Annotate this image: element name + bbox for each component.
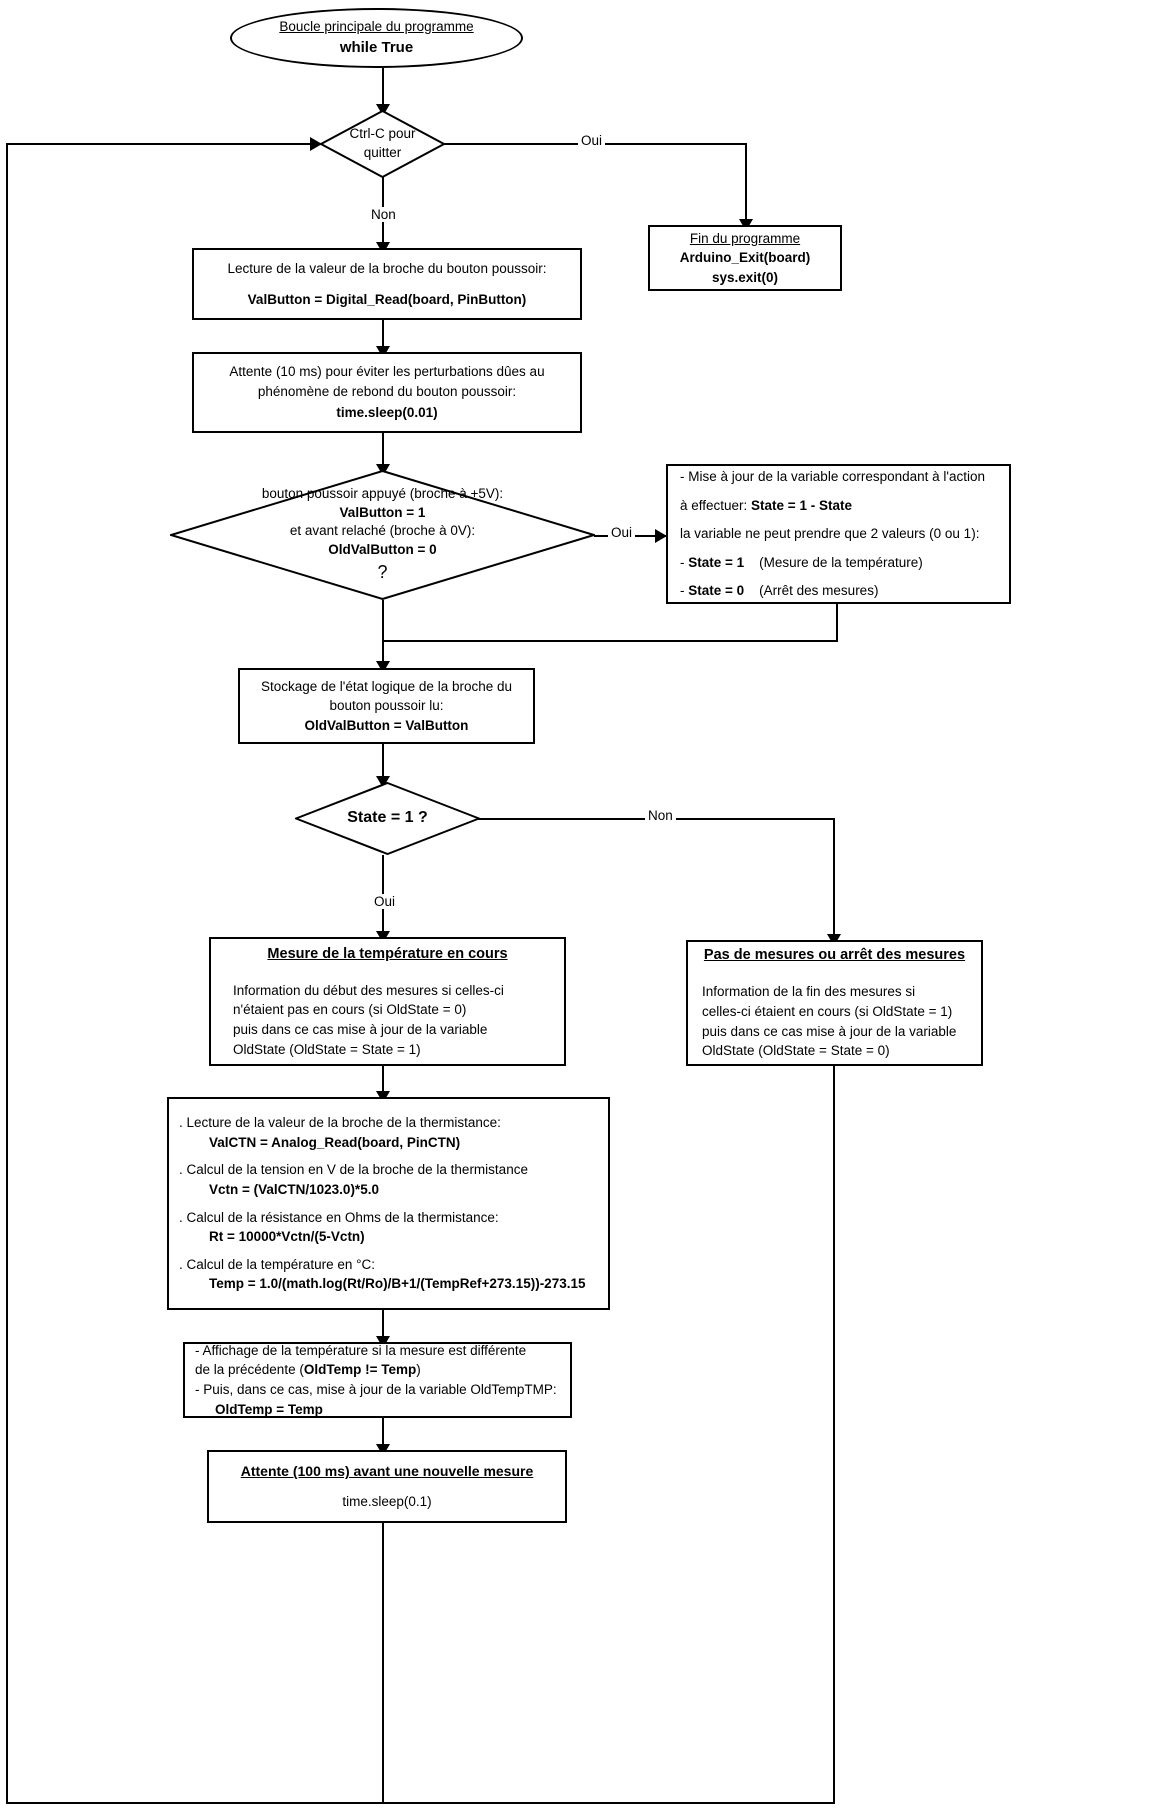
edge-start-to-exit-decision: [382, 68, 384, 110]
spacer: [204, 279, 570, 290]
node-end-program[interactable]: Fin du programme Arduino_Exit(board) sys…: [648, 225, 842, 291]
not-measuring-title: Pas de mesures ou arrêt des mesures: [703, 947, 966, 964]
state-update-line4-prefix: -: [680, 554, 689, 570]
state-update-line4-suffix: (Mesure de la température): [744, 554, 923, 570]
compute-g3-label: . Calcul de la résistance en Ohms de la …: [179, 1209, 499, 1225]
state-update-line5-bold: State = 0: [688, 583, 745, 599]
edge-label-exit-no: Non: [368, 207, 399, 222]
node-button-decision[interactable]: bouton poussoir appuyé (broche à +5V): V…: [170, 470, 595, 600]
compute-g4-code: Temp = 1.0/(math.log(Rt/Ro)/B+1/(TempRef…: [209, 1276, 586, 1292]
edge-loop-left-up: [6, 143, 8, 1804]
state-update-line2-prefix: à effectuer:: [680, 497, 752, 513]
edge-label-state-no: Non: [645, 808, 676, 823]
diamond-shape-exit: [320, 110, 445, 178]
edge-state-update-down: [836, 604, 838, 642]
not-measuring-line2: celles-ci étaient en cours (si OldState …: [702, 1003, 953, 1019]
node-start[interactable]: Boucle principale du programme while Tru…: [230, 8, 523, 68]
state-update-line1: - Mise à jour de la variable corresponda…: [680, 469, 985, 485]
display-line1: - Affichage de la température si la mesu…: [195, 1342, 527, 1358]
debounce-code: time.sleep(0.01): [336, 405, 438, 421]
state-update-line2-bold: State = 1 - State: [751, 497, 852, 513]
store-old-code: OldValButton = ValButton: [304, 717, 469, 733]
not-measuring-line1: Information de la fin des mesures si: [702, 984, 916, 1000]
start-code: while True: [339, 38, 414, 56]
compute-g3-code: Rt = 10000*Vctn/(5-Vctn): [209, 1229, 365, 1245]
edge-button-no-down: [382, 600, 384, 668]
state-update-line5-prefix: -: [680, 583, 689, 599]
store-old-line1: Stockage de l'état logique de la broche …: [260, 678, 512, 694]
not-measuring-line3: puis dans ce cas mise à jour de la varia…: [702, 1023, 957, 1039]
display-line2-prefix: de la précédente (: [195, 1362, 304, 1378]
end-program-code2: sys.exit(0): [711, 269, 779, 285]
not-measuring-line4: OldState (OldState = State = 0): [702, 1043, 890, 1059]
arrowhead-state-update: [655, 529, 667, 543]
node-state-decision[interactable]: State = 1 ?: [295, 782, 480, 855]
measuring-title: Mesure de la température en cours: [267, 945, 508, 962]
edge-label-state-yes: Oui: [371, 894, 399, 909]
measuring-line2: n'étaient pas en cours (si OldState = 0): [233, 1002, 467, 1018]
wait-title: Attente (100 ms) avant une nouvelle mesu…: [240, 1463, 534, 1480]
edge-display-to-wait: [382, 1418, 384, 1450]
display-line2: de la précédente (OldTemp != Temp): [195, 1360, 560, 1380]
node-debounce[interactable]: Attente (10 ms) pour éviter les perturba…: [192, 352, 582, 433]
edge-loop-bottom: [6, 1802, 834, 1804]
edge-label-exit-yes: Oui: [578, 133, 606, 148]
spacer: [219, 1481, 555, 1492]
debounce-line1: Attente (10 ms) pour éviter les perturba…: [229, 364, 545, 379]
start-title: Boucle principale du programme: [279, 18, 474, 34]
display-line3: - Puis, dans ce cas, mise à jour de la v…: [195, 1382, 557, 1397]
measuring-line4: OldState (OldState = State = 1): [233, 1041, 421, 1057]
node-display[interactable]: - Affichage de la température si la mesu…: [183, 1342, 572, 1418]
diamond-shape-button: [170, 470, 595, 600]
measuring-line3: puis dans ce cas mise à jour de la varia…: [233, 1022, 488, 1038]
node-store-old[interactable]: Stockage de l'état logique de la broche …: [238, 668, 535, 744]
edge-exit-yes-vertical: [745, 143, 747, 225]
node-read-button[interactable]: Lecture de la valeur de la broche du bou…: [192, 248, 582, 320]
edge-measuring-to-compute: [382, 1066, 384, 1097]
edge-store-to-state-decision: [382, 744, 384, 782]
display-line2-suffix: ): [416, 1362, 421, 1378]
debounce-line2: phénomène de rebond du bouton poussoir:: [257, 383, 517, 399]
end-program-title: Fin du programme: [689, 230, 801, 246]
edge-label-button-yes: Oui: [608, 525, 636, 540]
arrowhead-loop-back: [310, 137, 322, 151]
store-old-line2: bouton poussoir lu:: [329, 698, 444, 714]
state-update-line4: - State = 1 (Mesure de la température): [680, 553, 997, 573]
edge-wait-down: [382, 1523, 384, 1804]
wait-code: time.sleep(0.1): [342, 1494, 432, 1510]
edge-compute-to-display: [382, 1310, 384, 1342]
compute-g1-code: ValCTN = Analog_Read(board, PinCTN): [209, 1134, 461, 1150]
diamond-shape-state: [295, 782, 480, 855]
state-update-line3: la variable ne peut prendre que 2 valeur…: [680, 526, 980, 542]
read-button-code: ValButton = Digital_Read(board, PinButto…: [247, 291, 527, 307]
state-update-line5-suffix: (Arrêt des mesures): [744, 583, 879, 599]
edge-state-update-left: [382, 640, 838, 642]
spacer: [179, 1247, 598, 1255]
state-update-line5: - State = 0 (Arrêt des mesures): [680, 581, 997, 601]
node-not-measuring[interactable]: Pas de mesures ou arrêt des mesures Info…: [686, 940, 983, 1066]
display-line3-code: OldTemp = Temp: [215, 1401, 323, 1417]
end-program-code1: Arduino_Exit(board): [679, 250, 811, 266]
compute-g2-label: . Calcul de la tension en V de la broche…: [179, 1162, 528, 1178]
node-wait[interactable]: Attente (100 ms) avant une nouvelle mesu…: [207, 1450, 567, 1523]
node-compute[interactable]: . Lecture de la valeur de la broche de l…: [167, 1097, 610, 1310]
compute-g1-label: . Lecture de la valeur de la broche de l…: [179, 1115, 501, 1130]
read-button-label: Lecture de la valeur de la broche du bou…: [227, 260, 547, 276]
node-exit-decision[interactable]: Ctrl-C pour quitter: [320, 110, 445, 178]
edge-read-to-debounce: [382, 320, 384, 352]
compute-g4-label: . Calcul de la température en °C:: [179, 1256, 375, 1272]
edge-debounce-to-button-decision: [382, 433, 384, 470]
edge-not-measuring-down: [833, 1066, 835, 1804]
compute-g2-code: Vctn = (ValCTN/1023.0)*5.0: [209, 1181, 379, 1197]
measuring-line1: Information du début des mesures si cell…: [233, 982, 504, 998]
state-update-line4-bold: State = 1: [688, 554, 745, 570]
spacer: [179, 1152, 598, 1160]
display-line2-bold: OldTemp != Temp: [303, 1362, 417, 1378]
state-update-line2: à effectuer: State = 1 - State: [680, 496, 997, 516]
edge-loop-into-decision: [6, 143, 320, 145]
node-measuring[interactable]: Mesure de la température en cours Inform…: [209, 937, 566, 1066]
spacer: [179, 1199, 598, 1207]
edge-state-no-vertical: [833, 818, 835, 940]
node-state-update[interactable]: - Mise à jour de la variable corresponda…: [666, 464, 1011, 604]
